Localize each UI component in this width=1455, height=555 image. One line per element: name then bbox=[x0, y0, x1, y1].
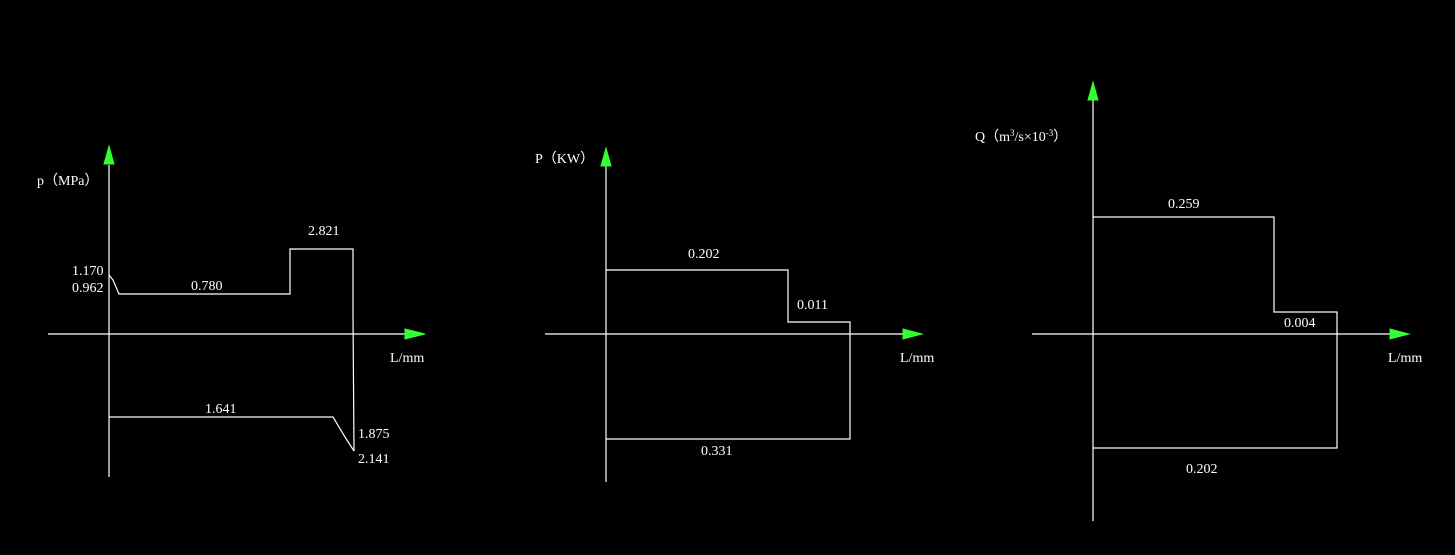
power-y-axis-label: P（KW） bbox=[535, 151, 594, 167]
power-diagram: P（KW） L/mm 0.202 0.011 0.331 bbox=[535, 146, 934, 482]
pressure-value-label: 2.141 bbox=[358, 452, 390, 467]
pressure-value-label: 0.962 bbox=[72, 281, 104, 296]
flow-value-label: 0.259 bbox=[1168, 197, 1200, 212]
pressure-right-edge bbox=[352, 312, 355, 452]
power-value-label: 0.331 bbox=[701, 444, 733, 459]
flow-y-axis-label: Q（m3/s×10-3） bbox=[975, 128, 1067, 145]
pressure-diagram: p（MPa） L/mm 1.170 0.962 0.780 2.821 1.64… bbox=[37, 144, 426, 477]
power-x-arrow-icon bbox=[902, 328, 924, 340]
power-y-arrow-icon bbox=[600, 146, 612, 167]
flow-value-label: 0.004 bbox=[1284, 316, 1316, 331]
flow-curve bbox=[1093, 216, 1338, 449]
pressure-x-axis-label: L/mm bbox=[390, 351, 424, 366]
power-value-label: 0.011 bbox=[797, 298, 828, 313]
pressure-y-arrow-icon bbox=[103, 144, 115, 165]
pressure-value-label: 0.780 bbox=[191, 279, 223, 294]
pressure-value-label: 1.875 bbox=[358, 427, 390, 442]
flow-y-arrow-icon bbox=[1087, 80, 1099, 101]
pressure-value-label: 1.170 bbox=[72, 264, 104, 279]
power-x-axis-label: L/mm bbox=[900, 351, 934, 366]
pressure-upper-curve bbox=[108, 248, 354, 313]
pressure-value-label: 2.821 bbox=[308, 224, 340, 239]
flow-value-label: 0.202 bbox=[1186, 462, 1218, 477]
pressure-value-label: 1.641 bbox=[205, 402, 237, 417]
pressure-x-arrow-icon bbox=[404, 328, 426, 340]
pressure-y-axis-label: p（MPa） bbox=[37, 173, 98, 189]
power-curve bbox=[606, 269, 851, 440]
flow-x-axis-label: L/mm bbox=[1388, 351, 1422, 366]
flow-diagram: Q（m3/s×10-3） L/mm 0.259 0.004 0.202 bbox=[975, 80, 1422, 521]
pressure-lower-curve bbox=[109, 416, 355, 452]
flow-x-arrow-icon bbox=[1389, 328, 1411, 340]
power-value-label: 0.202 bbox=[688, 247, 720, 262]
